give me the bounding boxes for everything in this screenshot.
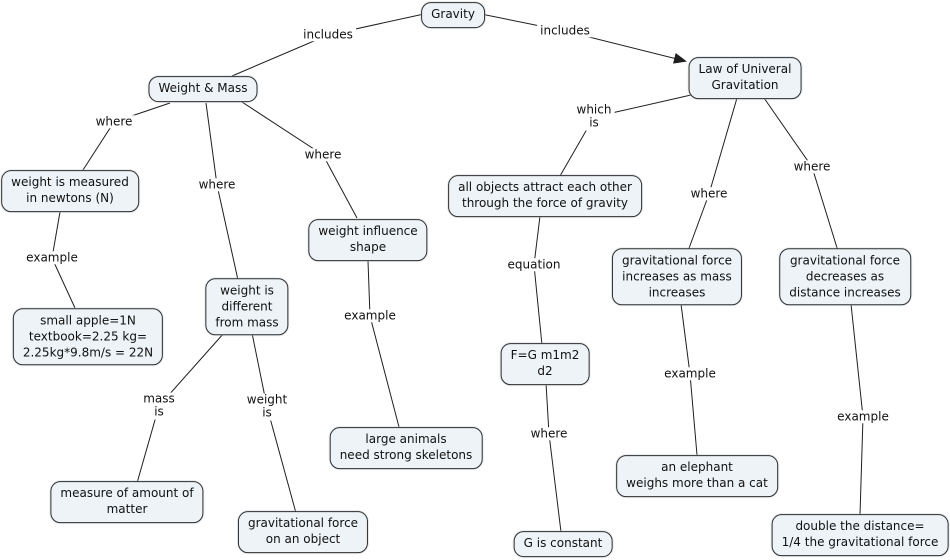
node-weight-different[interactable]: weight is different from mass xyxy=(205,278,289,336)
edge-gravity-weight-mass xyxy=(231,13,425,77)
edge-label-where-measured[interactable]: where xyxy=(92,114,136,129)
edge-label-where-mass[interactable]: where xyxy=(687,186,731,201)
edge-law-massincrease xyxy=(687,97,738,252)
edge-label-includes-left[interactable]: includes xyxy=(300,27,356,42)
edge-label-which-is[interactable]: which is xyxy=(573,103,615,131)
edge-label-where-constant[interactable]: where xyxy=(527,426,571,441)
node-grav-distance-decrease[interactable]: gravitational force decreases as distanc… xyxy=(779,248,911,306)
edge-law-distancedecrease xyxy=(763,97,839,252)
node-weight-measured[interactable]: weight is measured in newtons (N) xyxy=(1,170,139,212)
edge-label-example-apple[interactable]: example xyxy=(23,250,81,265)
edge-label-example-elephant[interactable]: example xyxy=(661,366,719,381)
node-weight-mass[interactable]: Weight & Mass xyxy=(148,76,258,102)
node-measure-matter[interactable]: measure of amount of matter xyxy=(50,481,204,523)
edge-label-where-influence[interactable]: where xyxy=(301,147,345,162)
node-large-animals[interactable]: large animals need strong skeletons xyxy=(329,427,483,469)
edge-label-where-different[interactable]: where xyxy=(195,177,239,192)
node-apple-example[interactable]: small apple=1N textbook=2.25 kg= 2.25kg*… xyxy=(12,308,164,366)
edge-allobjects-formula xyxy=(533,215,543,346)
edge-label-equation[interactable]: equation xyxy=(504,257,564,272)
node-weight-influence[interactable]: weight influence shape xyxy=(308,219,428,261)
edge-label-includes-right[interactable]: includes xyxy=(537,23,593,38)
edge-label-where-distance[interactable]: where xyxy=(790,159,834,174)
node-equation-formula[interactable]: F=G m1m2 d2 xyxy=(500,343,590,385)
edge-label-weight-is[interactable]: weight is xyxy=(243,393,291,421)
edge-different-gravobject xyxy=(251,332,297,514)
edge-formula-gconstant xyxy=(545,382,562,533)
node-all-objects[interactable]: all objects attract each other through t… xyxy=(448,175,642,217)
edge-label-mass-is[interactable]: mass is xyxy=(140,392,178,420)
edge-influence-skeletons xyxy=(367,260,400,428)
node-grav-force-object[interactable]: gravitational force on an object xyxy=(237,511,369,553)
node-gravity[interactable]: Gravity xyxy=(421,2,485,28)
node-law-gravitation[interactable]: Law of Univeral Gravitation xyxy=(688,57,802,99)
edge-label-example-double[interactable]: example xyxy=(834,409,892,424)
node-double-distance[interactable]: double the distance= 1/4 the gravitation… xyxy=(771,514,949,556)
node-elephant[interactable]: an elephant weighs more than a cat xyxy=(616,455,778,497)
edge-label-example-skeletons[interactable]: example xyxy=(341,308,399,323)
node-grav-mass-increase[interactable]: gravitational force increases as mass in… xyxy=(611,248,743,306)
node-g-constant[interactable]: G is constant xyxy=(513,531,613,557)
edge-weightmass-measured xyxy=(82,102,171,171)
